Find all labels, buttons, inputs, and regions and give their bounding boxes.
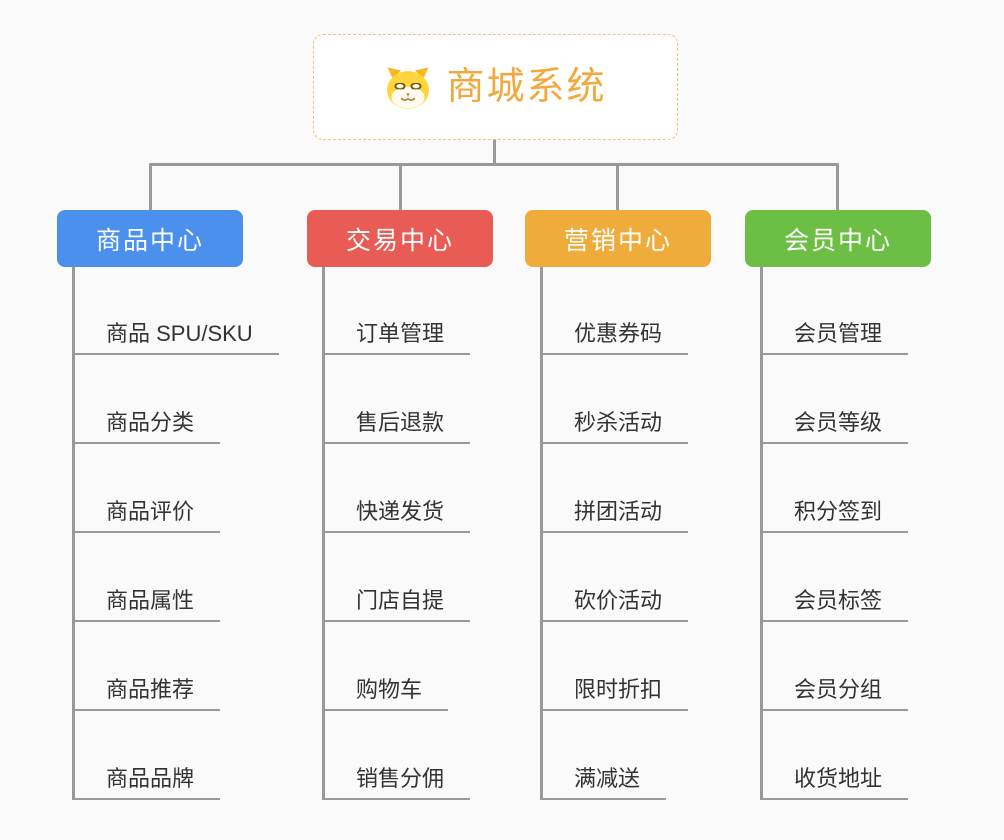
topic-label[interactable]: 优惠券码	[543, 320, 689, 355]
topic-label[interactable]: 商品品牌	[75, 765, 221, 800]
topic-item: 商品推荐	[75, 622, 243, 711]
topic-item: 商品分类	[75, 355, 243, 444]
branch-label: 营销中心	[563, 226, 672, 255]
topic-item: 砍价活动	[543, 533, 711, 622]
topic-item: 订单管理	[325, 267, 493, 355]
topic-label[interactable]: 快递发货	[325, 498, 471, 533]
topic-label[interactable]: 商品推荐	[75, 676, 221, 711]
connector-root-stem	[493, 140, 496, 165]
branch-product: 商品中心 商品 SPU/SKU 商品分类 商品评价 商品属性 商品推荐 商品品牌	[57, 210, 279, 800]
topic-label[interactable]: 会员标签	[763, 587, 909, 622]
topic-label[interactable]: 销售分佣	[325, 765, 471, 800]
topic-label[interactable]: 拼团活动	[543, 498, 689, 533]
branch-items-marketing: 优惠券码 秒杀活动 拼团活动 砍价活动 限时折扣 满减送	[540, 267, 711, 800]
root-topic[interactable]: 商城系统	[313, 34, 678, 140]
topic-item: 销售分佣	[325, 711, 493, 800]
topic-label[interactable]: 商品评价	[75, 498, 221, 533]
shiba-dog-face-icon	[387, 67, 430, 109]
topic-item: 会员标签	[763, 533, 931, 622]
topic-label[interactable]: 门店自提	[325, 587, 471, 622]
topic-label[interactable]: 收货地址	[763, 765, 909, 800]
topic-label[interactable]: 会员等级	[763, 409, 909, 444]
connector-drop-marketing	[616, 165, 619, 210]
branch-items-product: 商品 SPU/SKU 商品分类 商品评价 商品属性 商品推荐 商品品牌	[72, 267, 279, 800]
branch-head-trade[interactable]: 交易中心	[307, 210, 493, 267]
topic-item: 优惠券码	[543, 267, 711, 355]
topic-label[interactable]: 购物车	[325, 676, 449, 711]
topic-label[interactable]: 售后退款	[325, 409, 471, 444]
branch-marketing: 营销中心 优惠券码 秒杀活动 拼团活动 砍价活动 限时折扣 满减送	[525, 210, 711, 800]
topic-item: 拼团活动	[543, 444, 711, 533]
topic-label[interactable]: 会员管理	[763, 320, 909, 355]
topic-item: 秒杀活动	[543, 355, 711, 444]
topic-label[interactable]: 秒杀活动	[543, 409, 689, 444]
branch-trade: 交易中心 订单管理 售后退款 快递发货 门店自提 购物车 销售分佣	[307, 210, 493, 800]
topic-item: 商品 SPU/SKU	[75, 267, 279, 355]
topic-item: 商品属性	[75, 533, 243, 622]
topic-label[interactable]: 砍价活动	[543, 587, 689, 622]
branch-label: 交易中心	[345, 226, 454, 255]
topic-item: 会员分组	[763, 622, 931, 711]
topic-label[interactable]: 会员分组	[763, 676, 909, 711]
branch-items-member: 会员管理 会员等级 积分签到 会员标签 会员分组 收货地址	[760, 267, 931, 800]
topic-item: 商品品牌	[75, 711, 243, 800]
root-topic-title: 商城系统	[446, 66, 607, 108]
topic-item: 购物车	[325, 622, 493, 711]
topic-label[interactable]: 商品分类	[75, 409, 221, 444]
topic-item: 会员管理	[763, 267, 931, 355]
topic-label[interactable]: 商品 SPU/SKU	[75, 320, 279, 355]
topic-item: 收货地址	[763, 711, 931, 800]
topic-item: 售后退款	[325, 355, 493, 444]
connector-rail	[149, 163, 839, 166]
topic-item: 限时折扣	[543, 622, 711, 711]
connector-drop-member	[836, 165, 839, 210]
branch-head-member[interactable]: 会员中心	[745, 210, 931, 267]
topic-label[interactable]: 订单管理	[325, 320, 471, 355]
topic-label[interactable]: 限时折扣	[543, 676, 689, 711]
topic-label[interactable]: 满减送	[543, 765, 667, 800]
topic-label[interactable]: 积分签到	[763, 498, 909, 533]
branch-label: 商品中心	[95, 226, 204, 255]
topic-item: 商品评价	[75, 444, 243, 533]
branch-head-marketing[interactable]: 营销中心	[525, 210, 711, 267]
connector-drop-trade	[399, 165, 402, 210]
branch-head-product[interactable]: 商品中心	[57, 210, 243, 267]
topic-item: 积分签到	[763, 444, 931, 533]
branch-items-trade: 订单管理 售后退款 快递发货 门店自提 购物车 销售分佣	[322, 267, 493, 800]
branch-member: 会员中心 会员管理 会员等级 积分签到 会员标签 会员分组 收货地址	[745, 210, 931, 800]
connector-drop-product	[149, 165, 152, 210]
topic-item: 满减送	[543, 711, 711, 800]
topic-item: 门店自提	[325, 533, 493, 622]
topic-item: 快递发货	[325, 444, 493, 533]
branch-label: 会员中心	[783, 226, 892, 255]
topic-label[interactable]: 商品属性	[75, 587, 221, 622]
topic-item: 会员等级	[763, 355, 931, 444]
